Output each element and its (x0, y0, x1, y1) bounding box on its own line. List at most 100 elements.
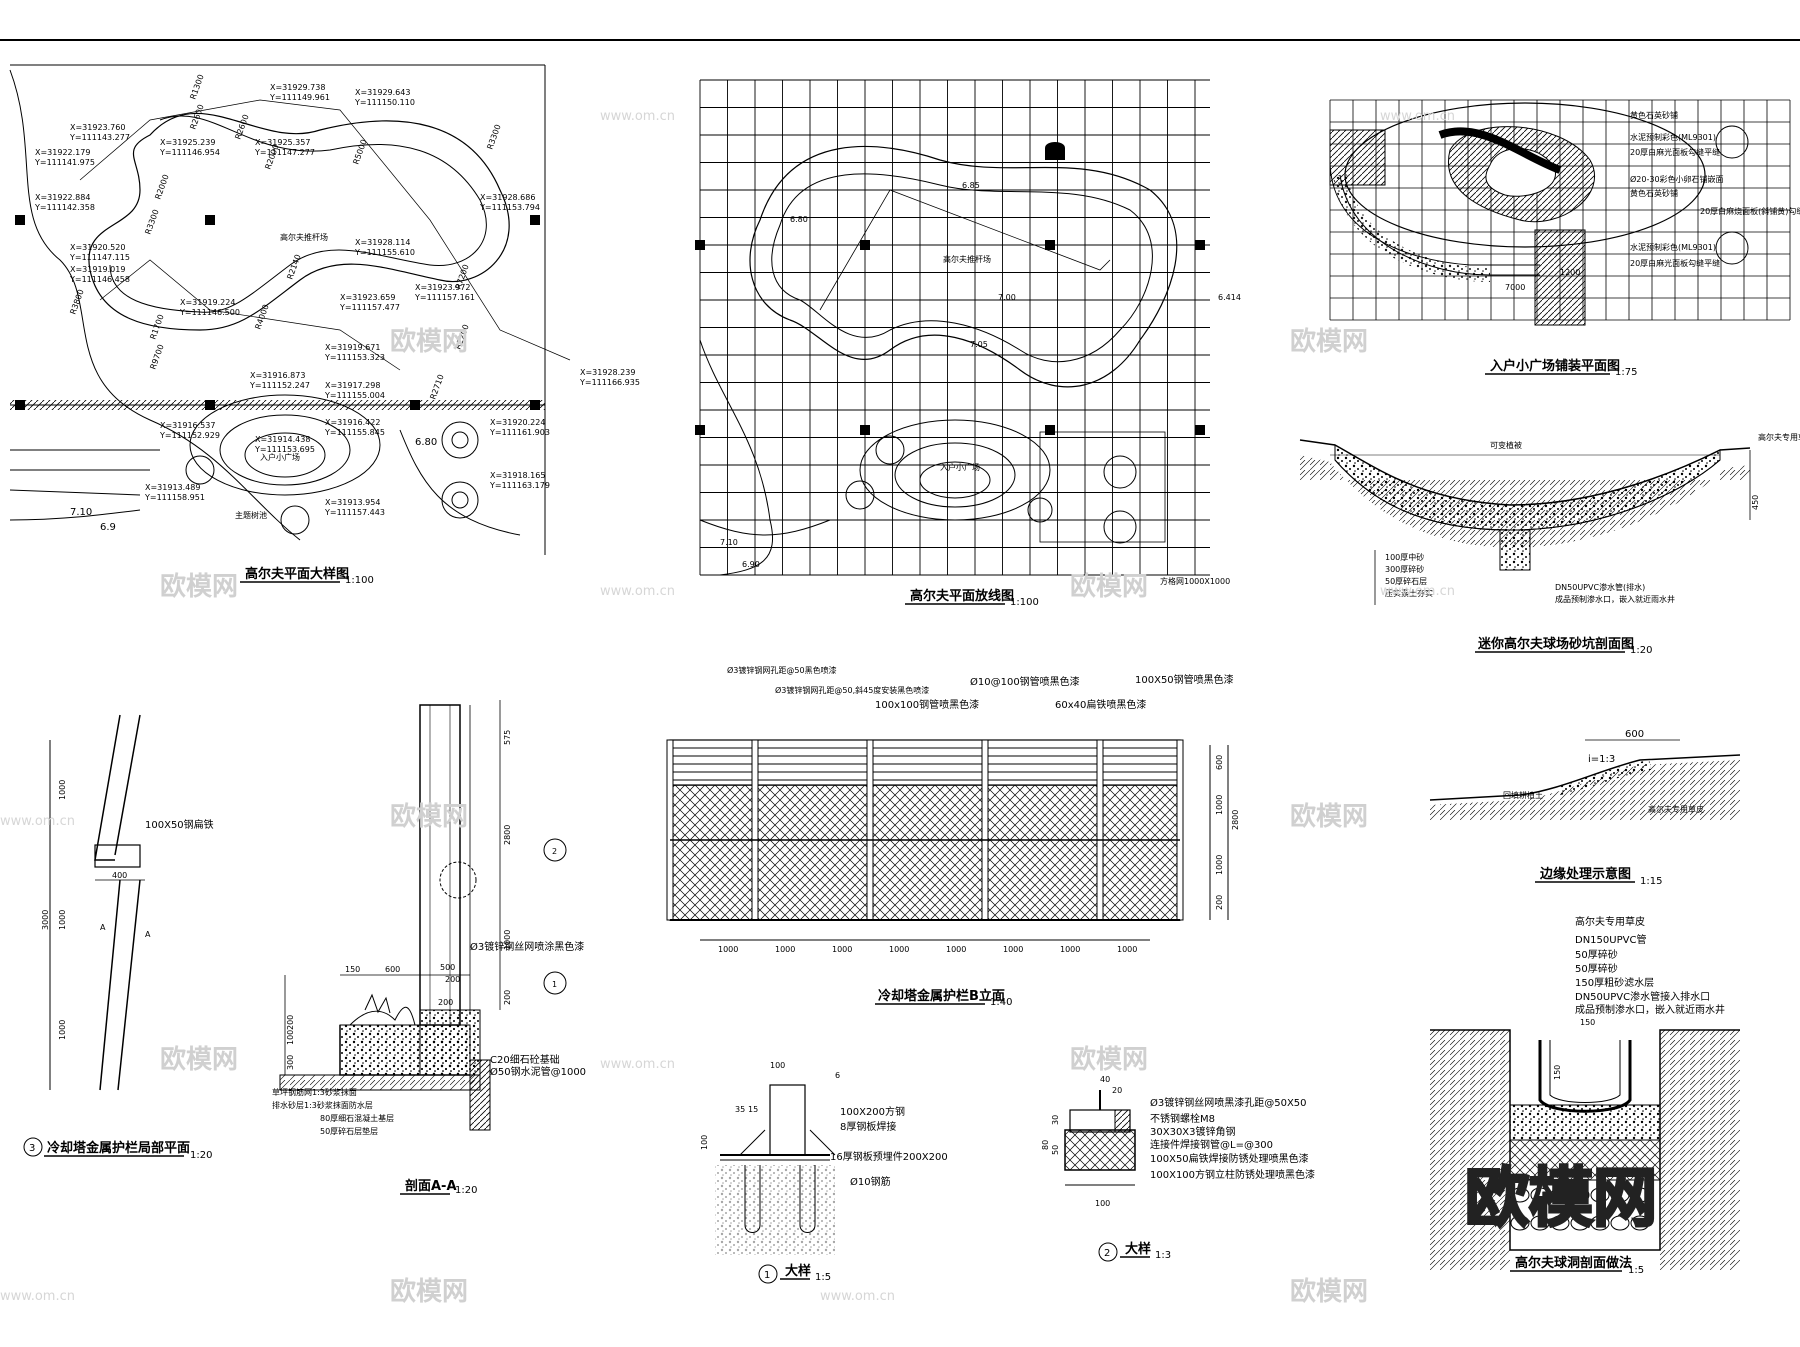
fence-label: 60x40扁铁喷黑色漆 (1055, 698, 1146, 711)
coordinate-label: X=31916.873 (250, 371, 305, 380)
dimension-label: 450 (1751, 495, 1760, 510)
fence-elevation-scale: 1:40 (990, 997, 1012, 1008)
layer-label: 成品预制渗水口，嵌入就近雨水井 (1555, 594, 1675, 604)
detail-label: 40 (1100, 1075, 1110, 1084)
layer-label: 高尔夫专用草皮 (1758, 432, 1800, 442)
coordinate-label: X=31916.422 (325, 418, 380, 427)
golf-plan-drawing (9, 64, 571, 555)
coordinate-label: X=31928.114 (355, 238, 410, 247)
detail-label: 不锈钢螺栓M8 (1150, 1112, 1215, 1125)
dimension-label: 1000 (58, 1020, 67, 1040)
layer-label: DN150UPVC管 (1575, 933, 1646, 946)
radius-label: R2000 (153, 173, 170, 200)
paving-label: 20厚白麻光面板勾缝平缝 (1630, 258, 1720, 268)
layout-plan-scale: 1:100 (1010, 597, 1039, 608)
radius-label: R3300 (143, 208, 160, 235)
layer-label: 压实素土夯实 (1385, 588, 1433, 598)
watermark-text: 欧模网 (390, 326, 468, 357)
detail-label: Ø3镀锌钢丝网喷黑漆孔距@50X50 (1150, 1096, 1307, 1109)
fence-partial-drawing (23, 714, 145, 1157)
layer-label: 50厚碎砂 (1575, 962, 1618, 975)
watermark-text: 欧模网 (390, 801, 468, 832)
coordinate-label: X=31925.239 (160, 138, 215, 147)
radius-label: R1300 (188, 73, 205, 100)
golf-plan-title: 高尔夫平面大样图 (245, 566, 349, 582)
golf-hole-labels: 高尔夫专用草皮DN150UPVC管50厚碎砂50厚碎砂150厚粗砂滤水层DN50… (1553, 915, 1725, 1080)
detail-label: 35 (735, 1105, 745, 1114)
area-label: 高尔夫推杆场 (280, 232, 328, 242)
coordinate-label: Y=111157.443 (324, 508, 385, 517)
edge-label: 回填耕植土 (1503, 790, 1543, 800)
edge-scale: 1:15 (1640, 876, 1662, 887)
coordinate-label: X=31928.239 (580, 368, 635, 377)
area-label: 入户小广场 (260, 452, 300, 462)
watermark-url: www.om.cn (600, 584, 675, 599)
dimension-label: 575 (503, 730, 512, 745)
dimension-label: 2800 (503, 825, 512, 845)
coordinate-label: Y=111155.610 (354, 248, 415, 257)
fence-elevation-drawing (666, 739, 1229, 941)
dimension-label: 1000 (1215, 795, 1224, 815)
elevation-label: 6.9 (100, 522, 116, 533)
section-label: Ø50钢水泥管@1000 (490, 1065, 586, 1078)
edge-label: 高尔夫专用草皮 (1648, 804, 1704, 814)
detail-label: 100X50扁铁焊接防锈处理喷黑色漆 (1150, 1152, 1309, 1165)
coordinate-label: Y=111143.277 (69, 133, 130, 142)
area-label: 高尔夫推杆场 (943, 254, 991, 264)
golf-hole-title: 高尔夫球洞剖面做法 (1515, 1255, 1632, 1271)
dimension-label: 1000 (58, 910, 67, 930)
detail-label: 16厚钢板预埋件200X200 (830, 1150, 948, 1163)
dimension-label: 1000 (946, 945, 966, 954)
detail-label: 100X200方钢 (840, 1105, 905, 1118)
layout-grid-note: 方格网1000X1000 (1160, 576, 1230, 586)
dimension-label: 300 (286, 1055, 295, 1070)
detail-label: 20 (1112, 1086, 1122, 1095)
edge-label: i=1:3 (1588, 754, 1615, 765)
coordinate-label: X=31925.357 (255, 138, 310, 147)
coordinate-label: Y=111150.110 (354, 98, 415, 107)
coordinate-label: Y=111152.929 (159, 431, 220, 440)
dimension-label: 200 (1215, 895, 1224, 910)
detail-label: 8厚钢板焊接 (840, 1120, 896, 1133)
dimension-label: 1000 (1003, 945, 1023, 954)
dimension-label: 200 (503, 990, 512, 1005)
detail-label: 50 (1051, 1145, 1060, 1155)
coordinate-label: Y=111152.247 (249, 381, 310, 390)
elevation-label: 7.10 (720, 538, 738, 547)
coordinate-label: X=31914.438 (255, 435, 310, 444)
watermark-url: www.om.cn (1380, 584, 1455, 599)
layer-label: 100厚中砂 (1385, 552, 1424, 562)
watermark-text: 欧模网 (1070, 571, 1148, 602)
detail-label: 100 (770, 1061, 785, 1070)
detail-label: 100X100方钢立柱防锈处理喷黑色漆 (1150, 1168, 1315, 1181)
dimension-label: 600 (1215, 755, 1224, 770)
section-aa-drawing (279, 700, 567, 1131)
paving-label: 黄色石英砂铺 (1630, 188, 1678, 198)
coordinate-label: X=31923.972 (415, 283, 470, 292)
dimension-label: 1000 (832, 945, 852, 954)
dimension-label: 200 (286, 1015, 295, 1030)
detail-label: 30X30X3镀锌角钢 (1150, 1125, 1236, 1138)
elevation-label: 7.00 (998, 293, 1016, 302)
fence-label: 100x100钢管喷黑色漆 (875, 698, 979, 711)
section-label: C20细石砼基础 (490, 1053, 560, 1066)
detail-label: 连接件焊接钢管@L=@300 (1150, 1138, 1273, 1151)
detail2-title: 大样 (1125, 1241, 1151, 1257)
section-aa-title: 剖面A-A (405, 1178, 457, 1194)
elevation-label: 6.85 (962, 181, 980, 190)
coordinate-label: Y=111147.277 (254, 148, 315, 157)
coordinate-label: X=31919.019 (70, 265, 125, 274)
detail1-scale: 1:5 (815, 1272, 831, 1283)
radius-label: R3800 (68, 288, 85, 315)
edge-title: 边缘处理示意图 (1539, 866, 1631, 882)
coordinate-label: Y=111149.961 (269, 93, 330, 102)
edge-drawing (1429, 739, 1741, 820)
layer-label: 50厚碎石层 (1385, 576, 1427, 586)
fence-label: Ø10@100钢管喷黑色漆 (970, 675, 1080, 688)
detail2-scale: 1:3 (1155, 1250, 1171, 1261)
coordinate-label: Y=111158.951 (144, 493, 205, 502)
dimension-label: 100 (700, 1135, 709, 1150)
layout-plan-title: 高尔夫平面放线图 (910, 588, 1014, 604)
